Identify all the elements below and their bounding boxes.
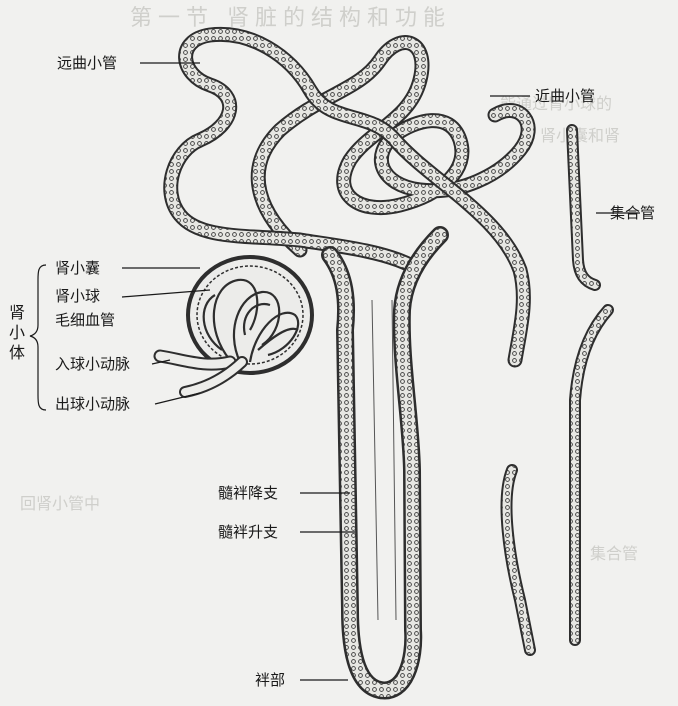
collecting-duct [507, 130, 608, 650]
label-efferent-arteriole: 出球小动脉 [55, 395, 130, 413]
label-descending-limb: 髓袢降支 [218, 484, 278, 502]
label-proximal-tubule: 近曲小管 [535, 87, 595, 105]
renal-corpuscle [160, 257, 312, 392]
label-renal-corpuscle: 肾小体 [8, 303, 26, 363]
loop-of-henle [330, 235, 440, 690]
label-loop: 袢部 [255, 671, 285, 689]
label-glomerulus-capillary: 肾小球 毛细血管 [55, 284, 115, 332]
label-ascending-limb: 髓袢升支 [218, 523, 278, 541]
label-distal-tubule: 远曲小管 [57, 54, 117, 72]
label-afferent-arteriole: 入球小动脉 [55, 355, 130, 373]
label-collecting-duct: 集合管 [610, 204, 655, 222]
label-glomerular-capsule: 肾小囊 [55, 259, 100, 277]
